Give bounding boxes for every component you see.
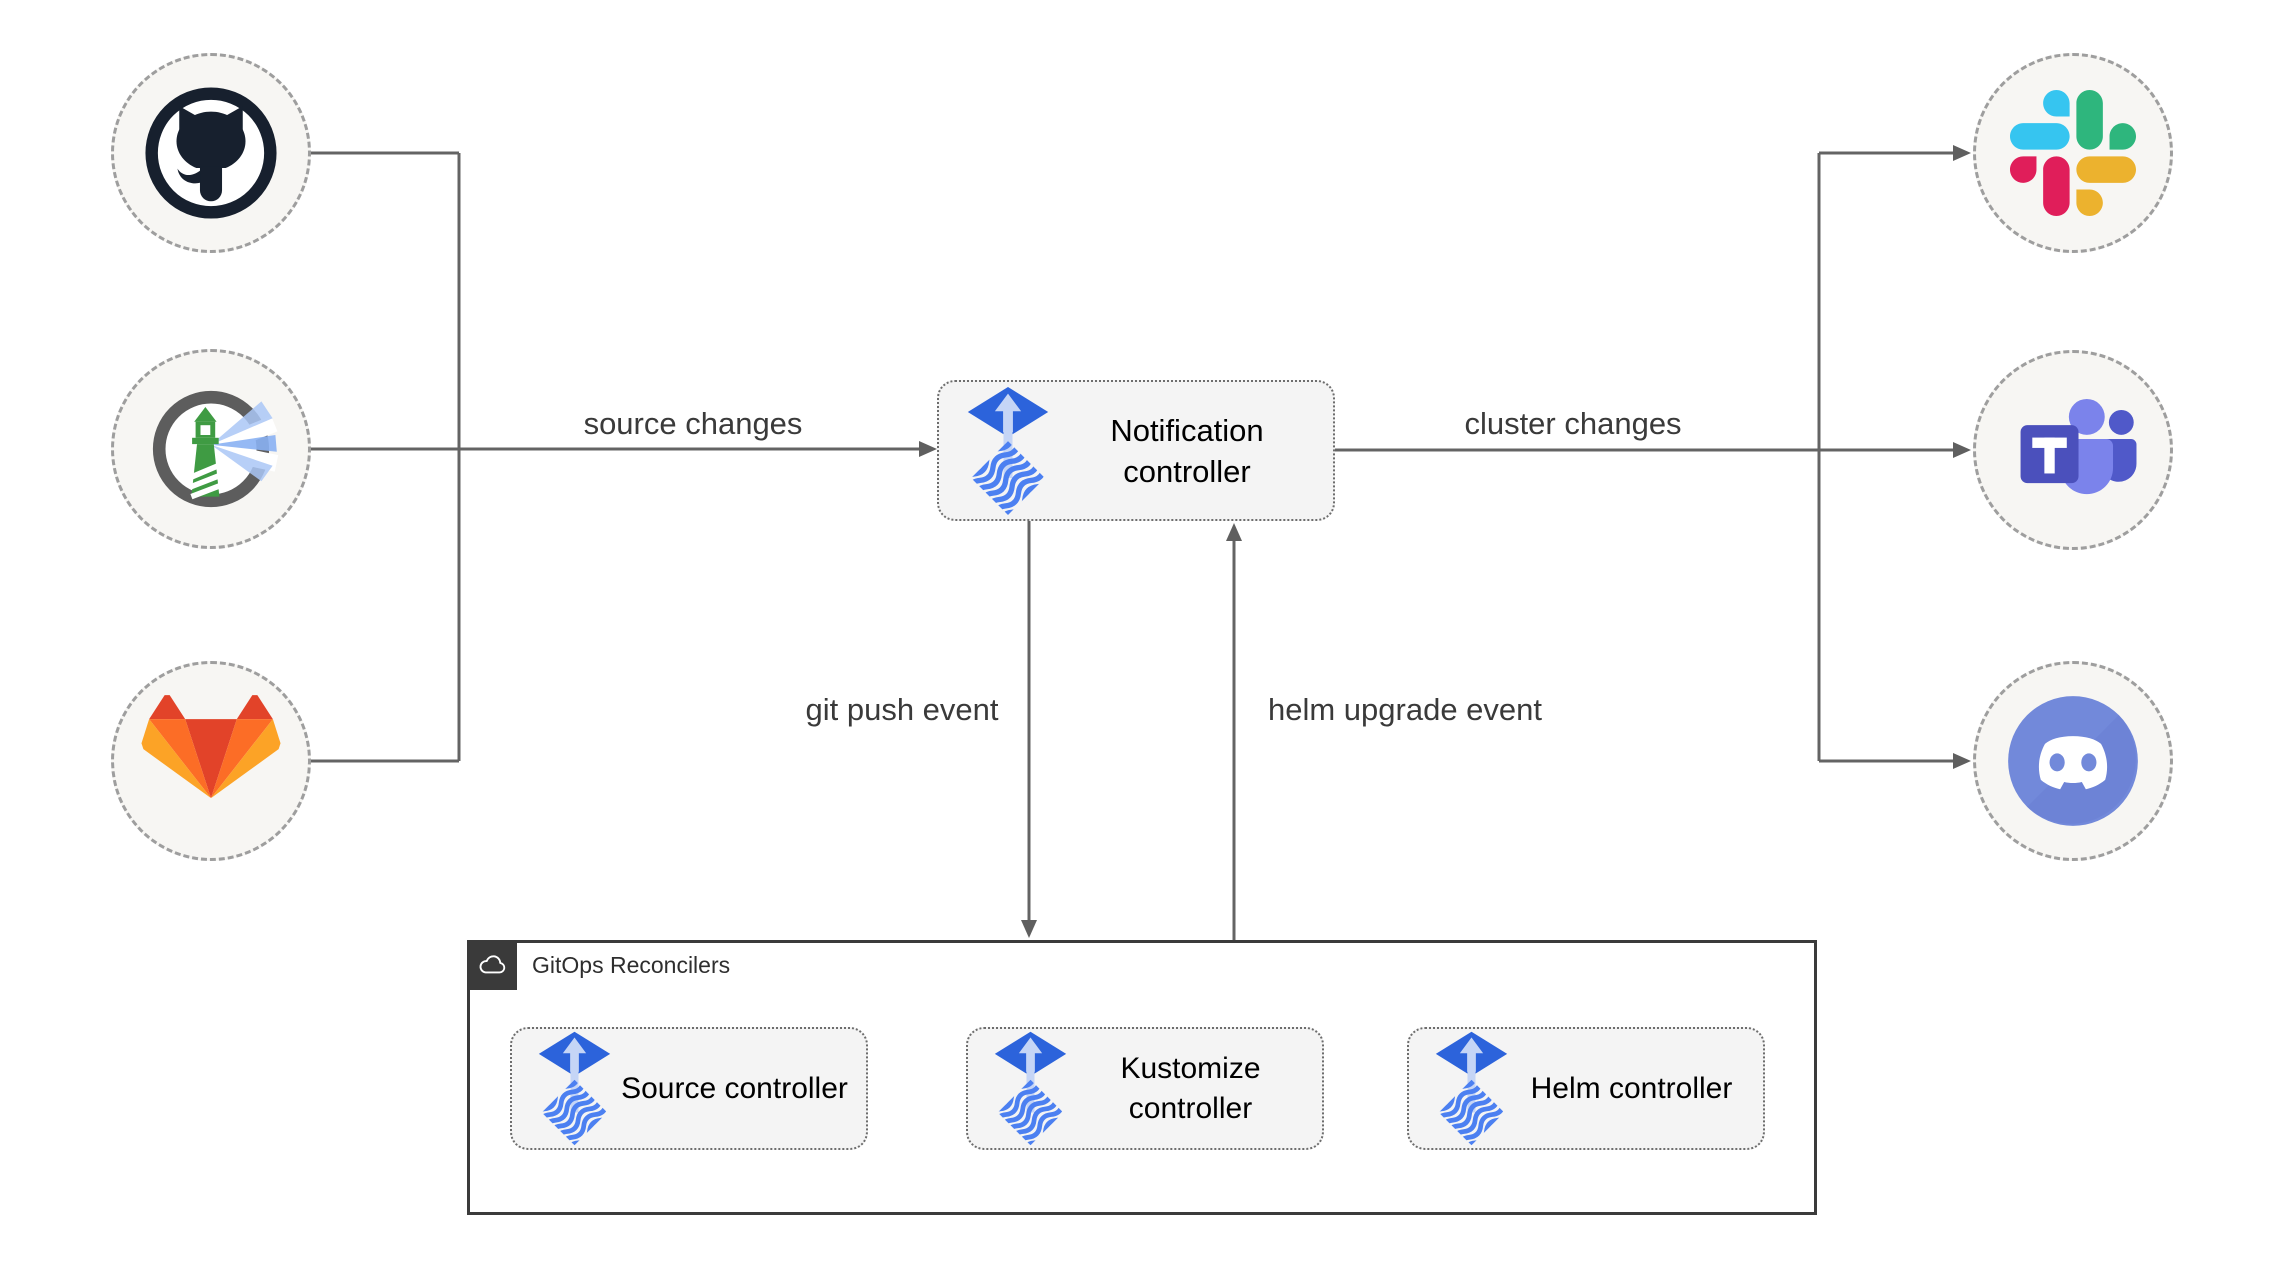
label-helm-upgrade-event: helm upgrade event	[1263, 692, 1547, 728]
node-harbor	[111, 349, 311, 549]
kustomize-controller-label: Kustomize controller	[1120, 1051, 1261, 1125]
flux-icon	[967, 386, 1049, 516]
label-cluster-changes: cluster changes	[1460, 406, 1686, 442]
notification-controller-box: Notification controller	[937, 380, 1335, 521]
kustomize-controller-box: Kustomize controller	[966, 1027, 1324, 1150]
notification-controller-label: Notification controller	[1110, 412, 1264, 489]
node-github	[111, 53, 311, 253]
harbor-icon	[152, 390, 279, 508]
flux-icon	[1435, 1031, 1508, 1146]
github-icon	[145, 87, 277, 219]
gitops-reconcilers-title: GitOps Reconcilers	[532, 951, 731, 978]
discord-icon	[2008, 696, 2138, 826]
slack-icon	[2010, 90, 2136, 216]
node-teams: T	[1973, 350, 2173, 550]
source-controller-box: Source controller	[510, 1027, 868, 1150]
helm-controller-label: Helm controller	[1530, 1071, 1733, 1105]
teams-icon: T	[2020, 398, 2137, 516]
node-discord	[1973, 661, 2173, 861]
label-source-changes: source changes	[579, 406, 807, 442]
flux-icon	[994, 1031, 1067, 1146]
flux-icon	[538, 1031, 611, 1146]
gitlab-icon	[141, 695, 281, 799]
node-slack	[1973, 53, 2173, 253]
cloud-icon	[467, 940, 517, 990]
node-gitlab	[111, 661, 311, 861]
teams-letter: T	[2050, 515, 2051, 516]
label-git-push-event: git push event	[801, 692, 1003, 728]
helm-controller-box: Helm controller	[1407, 1027, 1765, 1150]
source-controller-label: Source controller	[621, 1071, 848, 1105]
